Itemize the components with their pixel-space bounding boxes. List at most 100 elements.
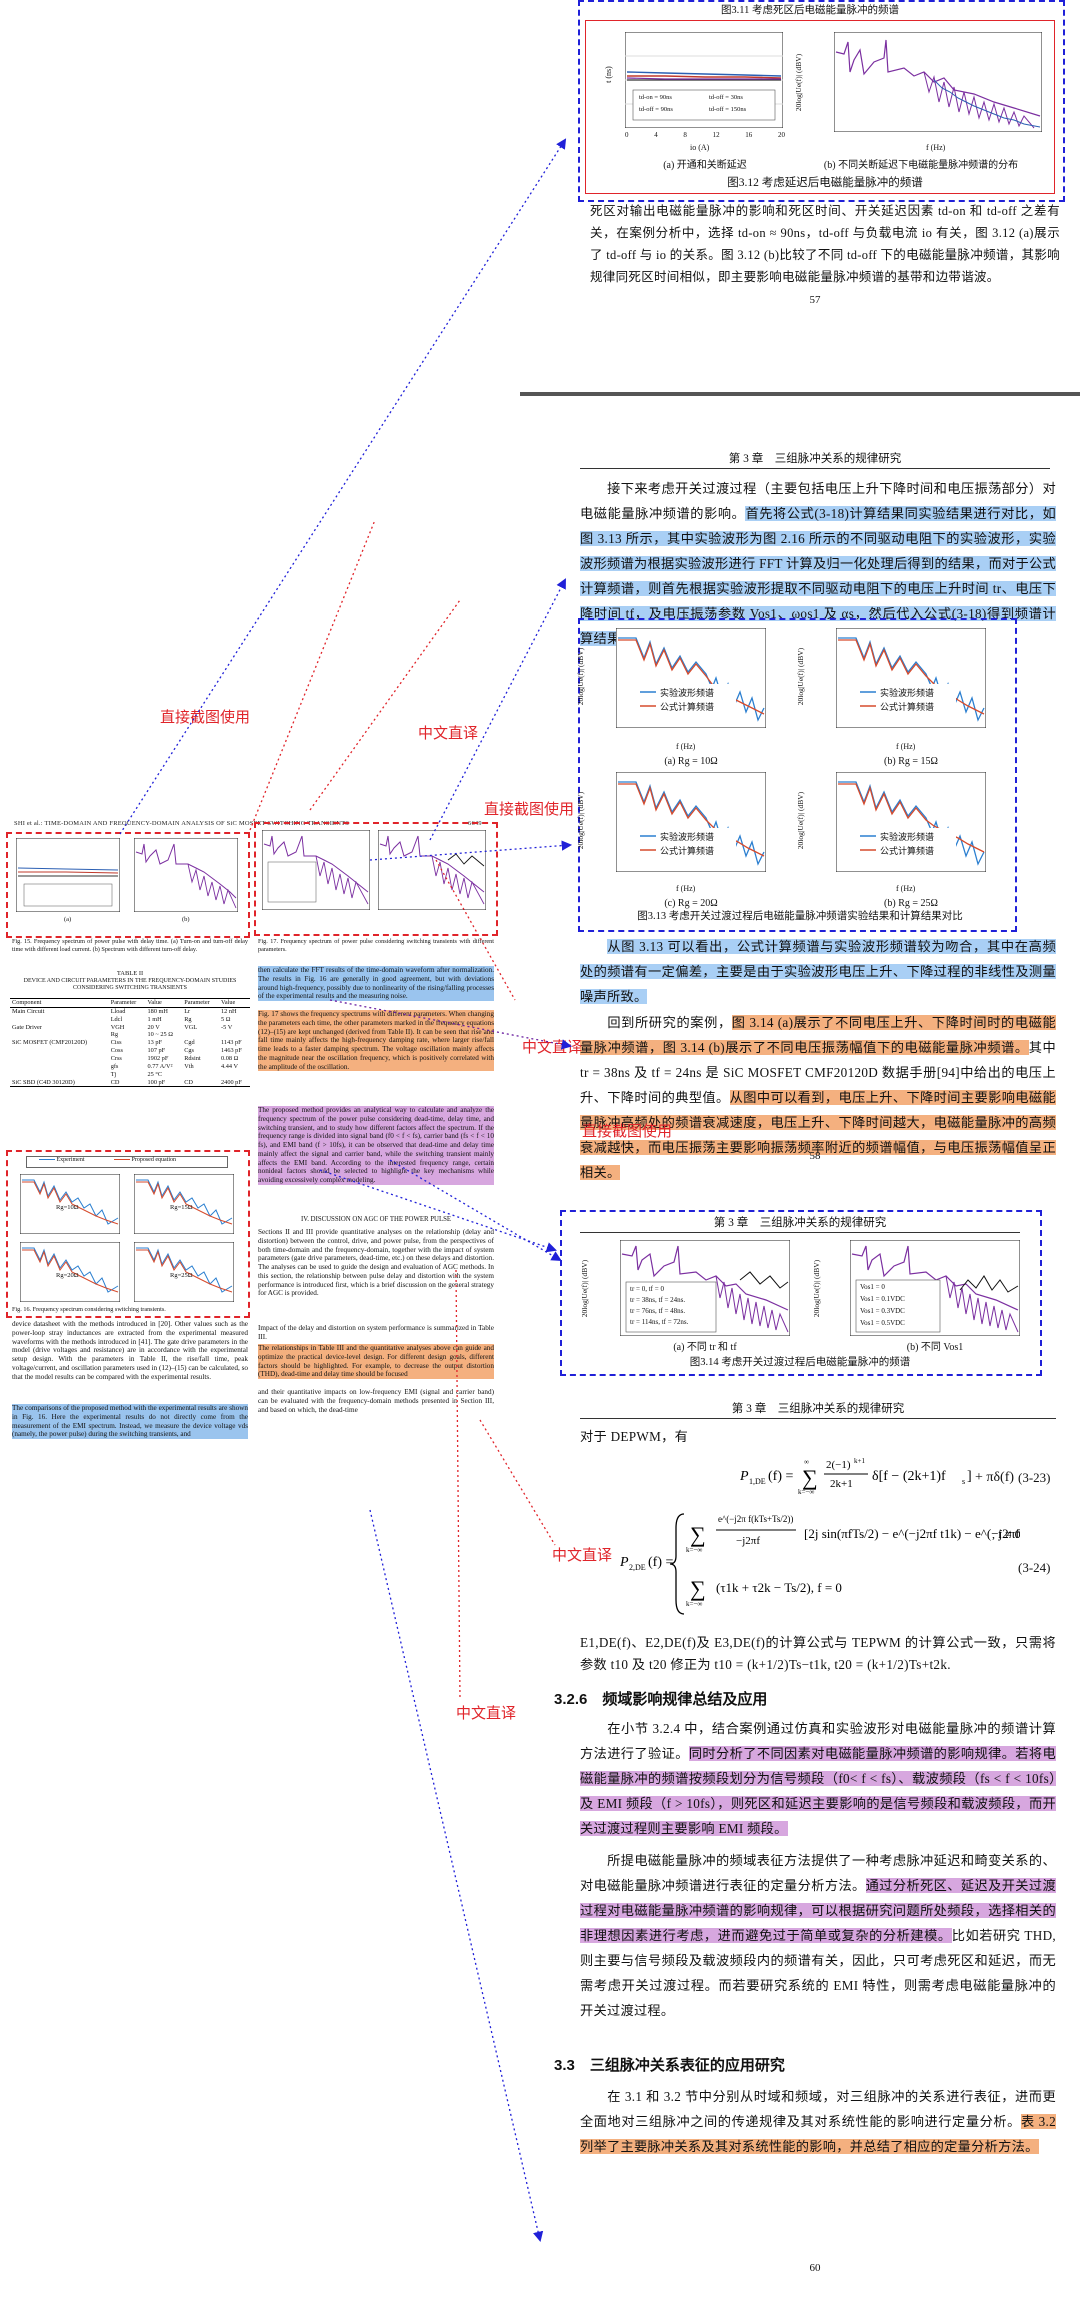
p60-sec326-p2-plain: 所提电磁能量脉冲的频域表征方法提供了一种考虑脉冲延迟和畸变关系的、对电磁能量脉冲…	[580, 1853, 1056, 1893]
fig313b-legend-calc: 公式计算频谱	[880, 702, 935, 712]
table-header-row: Component Parameter Value Parameter Valu…	[10, 998, 250, 1008]
paper-section4-para3: and their quantitative impacts on low-fr…	[258, 1388, 494, 1414]
label-direct-copy-1: 直接截图使用	[160, 708, 251, 726]
paper-right-col-highlight-2: Fig. 17 shows the frequency spectrums wi…	[258, 1010, 494, 1072]
svg-text:k=−∞: k=−∞	[686, 1600, 702, 1608]
fig313c-legend-calc: 公式计算频谱	[660, 846, 715, 856]
table-cell: 1463 pF	[221, 1047, 242, 1055]
p57-paragraph: 死区对输出电磁能量脉冲的影响和死区时间、开关延迟因素 td-on 和 td-of…	[590, 204, 1060, 284]
table-cell: -5 V	[221, 1023, 233, 1031]
table-cell: 2400 pF	[219, 1078, 250, 1088]
equation-3-24-svg: P 2,DE (f) = ∑ k=−∞ e^(−j2π f(kTs+Ts/2))…	[619, 1513, 1048, 1615]
fig313b: 实验波形频谱 公式计算频谱	[835, 627, 987, 729]
p57-page-number: 57	[809, 294, 821, 306]
svg-text:]: ]	[967, 1469, 972, 1484]
english-paper-page: SHI et al.: TIME-DOMAIN AND FREQUENCY-DO…	[6, 820, 502, 1910]
paper-section4-highlight: The relationships in Table III and the q…	[258, 1344, 494, 1380]
table-header-cell: Value	[145, 998, 183, 1008]
fig15b-svg	[134, 838, 238, 912]
fig16b-svg	[134, 1174, 234, 1234]
fig311-312-annotation-box	[578, 0, 1065, 202]
table2-title: TABLE II	[116, 970, 144, 977]
table-header-cell: Value	[219, 998, 250, 1008]
svg-text:(f) =: (f) =	[648, 1555, 673, 1570]
svg-text:2(−1): 2(−1)	[826, 1459, 851, 1471]
fig314b-svg	[849, 1239, 1021, 1337]
p58-para1-plain: 接下来考虑开关过渡过程（主要包括电压上升下降时间和电压振荡部分）对电磁能量脉冲频…	[580, 481, 1056, 521]
svg-text:, f ≠ 0: , f ≠ 0	[992, 1527, 1020, 1541]
fig313b-x-label: f (Hz)	[896, 742, 916, 751]
fig312a-svg	[624, 31, 784, 129]
fig16d-label: Rg=25Ω	[170, 1272, 193, 1279]
fig313b-legend-exp: 实验波形频谱	[880, 688, 935, 698]
fig312-sub-b: (b) 不同关断延迟下电磁能量脉冲频谱的分布	[823, 160, 1019, 171]
p58-para3-plain-2: 其中 tr = 38ns 及 tf = 24ns 是 SiC MOSFET CM…	[580, 1040, 1056, 1105]
table-cell: Coss	[110, 1047, 123, 1055]
fig313c-svg	[615, 771, 767, 873]
p60-sec326-paragraph-2: 所提电磁能量脉冲的频域表征方法提供了一种考虑脉冲延迟和畸变关系的、对电磁能量脉冲…	[580, 1848, 1056, 2023]
table-cell: 0.08 Ω	[221, 1055, 239, 1063]
paper-left-col-highlight: The comparisons of the proposed method w…	[12, 1404, 248, 1440]
fig16c-svg	[20, 1242, 120, 1302]
fig312-caption: 图3.12 考虑延迟后电磁能量脉冲的频谱	[727, 177, 923, 189]
fig314b-legend-1: Vos1 = 0	[860, 1283, 885, 1291]
table-header-cell: Parameter	[182, 998, 220, 1008]
equation-3-23-number: (3-23)	[1018, 1470, 1051, 1485]
fig313d-x-label: f (Hz)	[896, 884, 916, 893]
fig313d: 实验波形频谱 公式计算频谱	[835, 771, 987, 873]
fig312b-plot	[833, 31, 1043, 133]
svg-text:δ[f − (2k+1)f: δ[f − (2k+1)f	[872, 1469, 946, 1484]
fig16-legend-eq: Proposed equation	[131, 1157, 177, 1163]
p60-sec33-paragraph: 在 3.1 和 3.2 节中分别从时域和频域，对三组脉冲的关系进行表征，进而更全…	[580, 2084, 1056, 2159]
table-cell: Cgd	[184, 1039, 195, 1047]
equation-3-23-svg: P 1,DE (f) = ∑ ∞ k=−∞ 2(−1) k+1 2k+1 δ[f…	[739, 1457, 972, 1496]
fig313-sub-b: (b) Rg = 15Ω	[884, 756, 938, 767]
p59-chapter-header: 第 3 章 三组脉冲关系的规律研究	[580, 1214, 1020, 1233]
table-cell: SiC SBD (C4D 30120D)	[10, 1078, 109, 1088]
svg-text:2,DE: 2,DE	[629, 1563, 646, 1572]
fig311-caption: 图3.11 考虑死区后电磁能量脉冲的频谱	[720, 5, 900, 16]
table-cell: 4.44 V	[221, 1062, 239, 1070]
label-cn-translation-4: 中文直译	[456, 1704, 517, 1722]
fig17-caption: Fig. 17. Frequency spectrum of power pul…	[258, 938, 494, 953]
table-cell: Vth	[184, 1062, 194, 1070]
fig313-sub-c: (c) Rg = 20Ω	[664, 898, 718, 909]
fig15a-svg	[16, 838, 120, 912]
fig312-sub-a: (a) 开通和关断延迟	[663, 160, 747, 171]
fig313-caption: 图3.13 考虑开关过渡过程后电磁能量脉冲频谱实验结果和计算结果对比	[637, 911, 963, 922]
paper-right-col-highlight-3: The proposed method provides an analytic…	[258, 1106, 494, 1186]
fig314-annotation-box	[560, 1210, 1042, 1376]
table-cell: 1902 pF	[147, 1055, 169, 1063]
p60-sec33-plain: 在 3.1 和 3.2 节中分别从时域和频域，对三组脉冲的关系进行表征，进而更全…	[580, 2089, 1056, 2129]
fig313a-legend-calc: 公式计算频谱	[660, 702, 715, 712]
label-cn-translation-1: 中文直译	[418, 724, 479, 742]
table-cell: Crss	[110, 1055, 122, 1063]
table-cell: 107 pF	[147, 1047, 166, 1055]
fig313d-legend-calc: 公式计算频谱	[880, 846, 935, 856]
p60-sec326-paragraph-1: 在小节 3.2.4 中，结合案例通过仿真和实验波形对电磁能量脉冲的频谱计算方法进…	[580, 1716, 1056, 1841]
table-cell: Rg	[110, 1031, 119, 1039]
fig16-annotation-box	[6, 1150, 250, 1318]
fig313c: 实验波形频谱 公式计算频谱	[615, 771, 767, 873]
equation-3-23: P 1,DE (f) = ∑ ∞ k=−∞ 2(−1) k+1 2k+1 δ[f…	[739, 1452, 990, 1498]
page-separator	[520, 392, 1080, 396]
fig312a-legend-4: td-off = 150ns	[709, 106, 747, 113]
fig312a-legend-2: td-off = 90ns	[639, 106, 673, 113]
fig313d-svg	[835, 771, 987, 873]
fig17a-svg	[262, 830, 370, 910]
table-cell: 1 mH	[147, 1015, 162, 1023]
equation-3-23-tail: + πδ(f)	[975, 1470, 1015, 1485]
fig314a: tr = 0, tf = 0 tr = 38ns, tf = 24ns. tr …	[619, 1239, 791, 1337]
fig16-caption: Fig. 16. Frequency spectrum considering …	[12, 1306, 166, 1313]
p60-eq-note: E1,DE(f)、E2,DE(f)及 E3,DE(f)的计算公式与 TEPWM …	[580, 1635, 1056, 1672]
table-cell: 5 Ω	[221, 1015, 231, 1023]
table-cell: VGL	[184, 1023, 198, 1031]
fig313-grid: 实验波形频谱 公式计算频谱 20log|Ue(f)| (dBV) f (Hz) …	[576, 622, 1006, 909]
svg-text:k+1: k+1	[854, 1457, 865, 1465]
svg-text:e^(−j2π f(kTs+Ts/2)): e^(−j2π f(kTs+Ts/2))	[718, 1514, 793, 1524]
table-header-cell: Component	[10, 998, 109, 1008]
